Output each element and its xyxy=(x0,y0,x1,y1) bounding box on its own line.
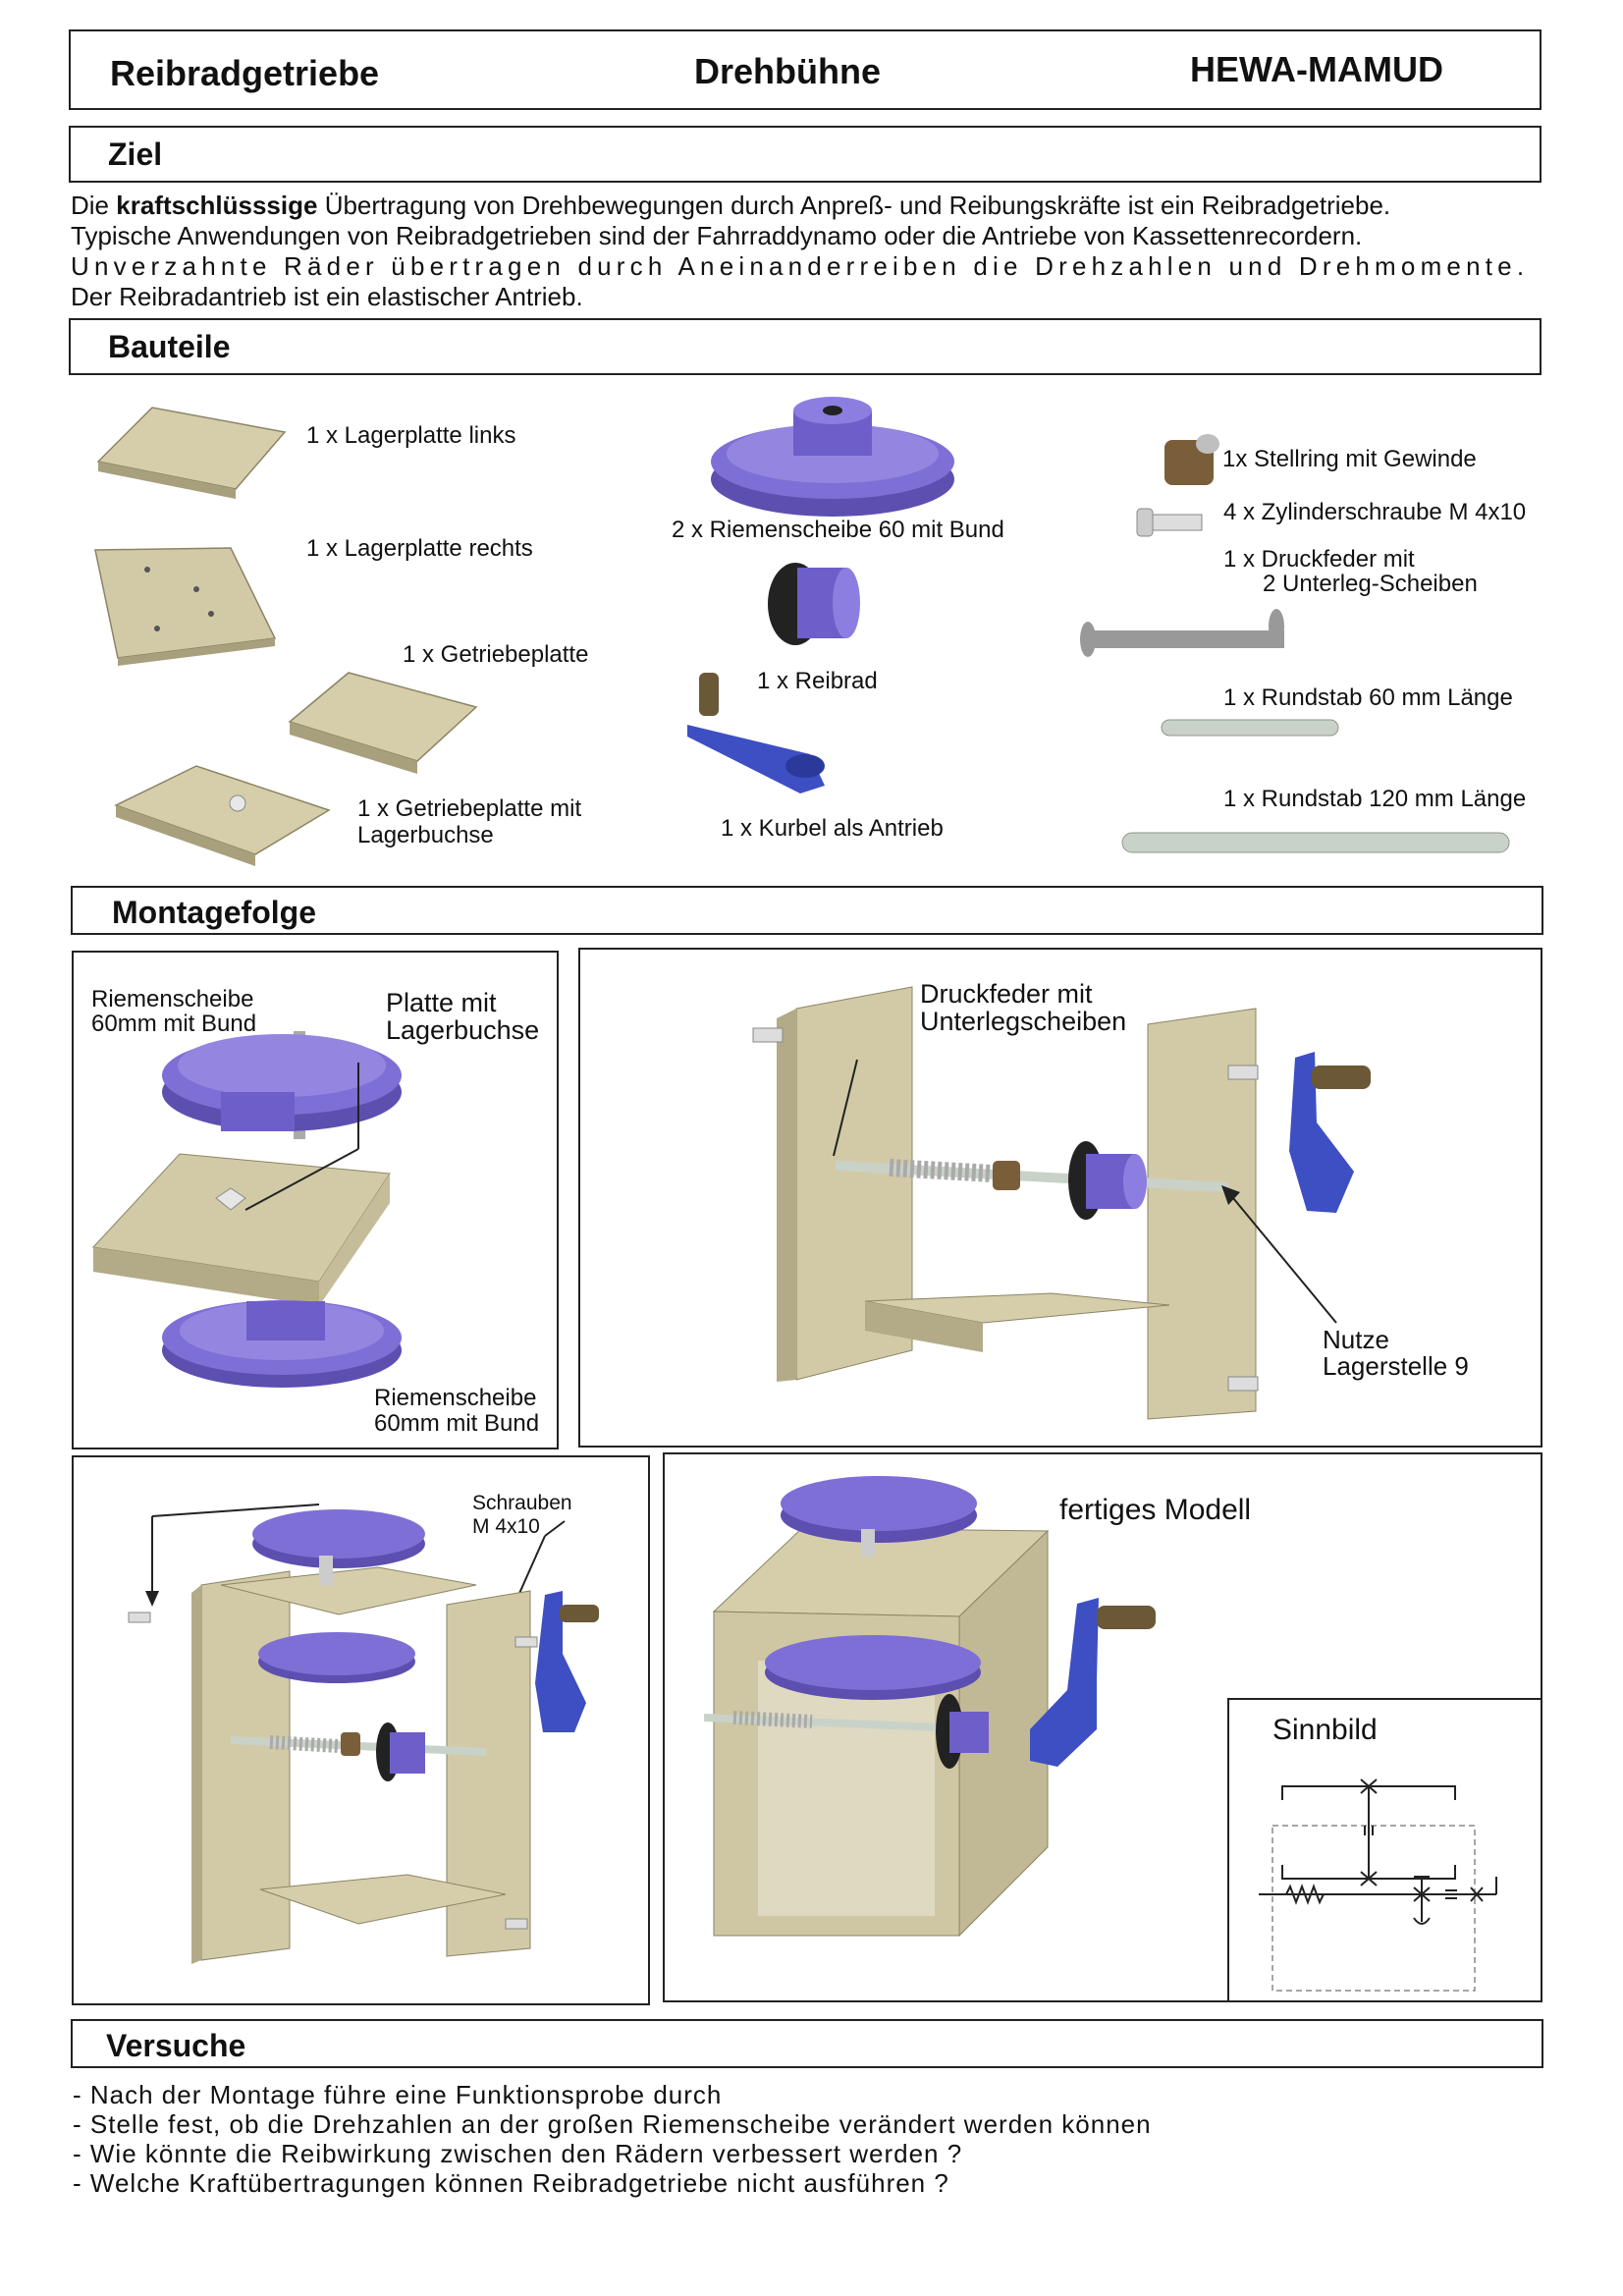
rundstab-120-image xyxy=(1121,832,1510,853)
step2-illustration xyxy=(752,986,1371,1420)
part-rundstab-120: 1 x Rundstab 120 mm Länge xyxy=(1223,786,1527,812)
step1-riemen-bot-1: Riemenscheibe xyxy=(374,1385,537,1411)
step1-panel: Riemenscheibe 60mm mit Bund Platte mit L… xyxy=(72,951,559,1449)
reibrad-image xyxy=(768,563,860,645)
rundstab-60-image xyxy=(1161,719,1339,737)
part-stellring: 1x Stellring mit Gewinde xyxy=(1222,446,1477,472)
montagefolge-title: Montagefolge xyxy=(112,895,316,930)
sinnbild-panel: Sinnbild xyxy=(1227,1698,1541,2000)
step4-illustration xyxy=(703,1476,1156,1938)
versuche-item-3: - Wie könnte die Reibwirkung zwischen de… xyxy=(73,2139,963,2168)
bauteile-section-header: Bauteile xyxy=(69,318,1542,375)
header-bar: Reibradgetriebe Drehbühne HEWA-MAMUD xyxy=(69,29,1542,110)
step3-illustration xyxy=(128,1503,599,1964)
part-druckfeder-2: 2 Unterleg-Scheiben xyxy=(1263,571,1478,597)
part-getriebeplatte-lager-1: 1 x Getriebeplatte mit xyxy=(357,795,582,822)
part-lagerplatte-links: 1 x Lagerplatte links xyxy=(306,422,516,449)
ziel-line-3: Unverzahnte Räder übertragen durch Anein… xyxy=(71,251,1530,281)
getriebeplatte-image xyxy=(288,672,478,774)
step2-nutze-1: Nutze xyxy=(1323,1325,1389,1354)
part-getriebeplatte: 1 x Getriebeplatte xyxy=(403,641,589,668)
step2-druckfeder-2: Unterlegscheiben xyxy=(920,1007,1127,1036)
versuche-list: - Nach der Montage führe eine Funktionsp… xyxy=(73,2080,1152,2198)
header-topic: Reibradgetriebe xyxy=(110,53,380,93)
header-model: Drehbühne xyxy=(694,51,882,91)
parts-illustration xyxy=(94,397,1510,866)
versuche-item-1: - Nach der Montage führe eine Funktionsp… xyxy=(73,2080,723,2109)
kurbel-image xyxy=(687,673,825,793)
step3-panel: Schrauben M 4x10 xyxy=(72,1455,650,2005)
lagerplatte-rechts-image xyxy=(94,547,277,666)
step1-riemen-top-2: 60mm mit Bund xyxy=(91,1011,257,1037)
sinnbild-title: Sinnbild xyxy=(1272,1714,1378,1746)
part-zylinderschraube: 4 x Zylinderschraube M 4x10 xyxy=(1223,499,1527,525)
sinnbild-diagram xyxy=(1259,1778,1497,1992)
ziel-section-header: Ziel xyxy=(69,126,1542,183)
lagerplatte-links-image xyxy=(96,407,287,499)
step1-platte-1: Platte mit xyxy=(386,988,497,1017)
part-getriebeplatte-lager-2: Lagerbuchse xyxy=(357,822,494,848)
step1-illustration xyxy=(91,1031,402,1388)
part-rundstab-60: 1 x Rundstab 60 mm Länge xyxy=(1223,684,1513,711)
riemenscheibe-image xyxy=(711,397,954,517)
step2-nutze-2: Lagerstelle 9 xyxy=(1323,1351,1469,1381)
step1-riemen-bot-2: 60mm mit Bund xyxy=(374,1410,540,1437)
step3-schrauben-1: Schrauben xyxy=(472,1492,572,1514)
versuche-item-2: - Stelle fest, ob die Drehzahlen an der … xyxy=(73,2109,1152,2139)
part-kurbel: 1 x Kurbel als Antrieb xyxy=(721,815,944,842)
zylinderschraube-image xyxy=(1136,508,1203,537)
step4-panel: fertiges Modell Sinnbild xyxy=(663,1452,1542,2002)
ziel-line-1: Die kraftschlüsssige Übertragung von Dre… xyxy=(71,191,1391,220)
part-riemenscheibe: 2 x Riemenscheibe 60 mit Bund xyxy=(672,517,1004,543)
header-brand: HEWA-MAMUD xyxy=(1190,49,1443,89)
stellring-image xyxy=(1164,434,1219,485)
step2-druckfeder-1: Druckfeder mit xyxy=(920,979,1093,1009)
step1-platte-2: Lagerbuchse xyxy=(386,1015,540,1045)
versuche-item-4: - Welche Kraftübertragungen können Reibr… xyxy=(73,2168,949,2198)
ziel-line-2: Typische Anwendungen von Reibradgetriebe… xyxy=(71,221,1363,250)
part-druckfeder-1: 1 x Druckfeder mit xyxy=(1223,546,1415,573)
versuche-section-header: Versuche xyxy=(71,2019,1543,2068)
step1-riemen-top-1: Riemenscheibe xyxy=(91,986,254,1012)
ziel-line-4: Der Reibradantrieb ist ein elastischer A… xyxy=(71,282,583,311)
versuche-title: Versuche xyxy=(106,2028,246,2063)
part-lagerplatte-rechts: 1 x Lagerplatte rechts xyxy=(306,535,533,562)
ziel-text: Die kraftschlüsssige Übertragung von Dre… xyxy=(71,191,1553,312)
druckfeder-image xyxy=(1080,609,1284,657)
step4-fertig: fertiges Modell xyxy=(1059,1494,1252,1526)
step3-schrauben-2: M 4x10 xyxy=(472,1515,540,1538)
getriebeplatte-lager-image xyxy=(114,765,331,866)
ziel-title: Ziel xyxy=(108,137,163,172)
part-reibrad: 1 x Reibrad xyxy=(757,668,878,694)
montagefolge-section-header: Montagefolge xyxy=(71,886,1543,935)
bauteile-title: Bauteile xyxy=(108,329,231,364)
step2-panel: Druckfeder mit Unterlegscheiben Nutze La… xyxy=(578,948,1542,1448)
